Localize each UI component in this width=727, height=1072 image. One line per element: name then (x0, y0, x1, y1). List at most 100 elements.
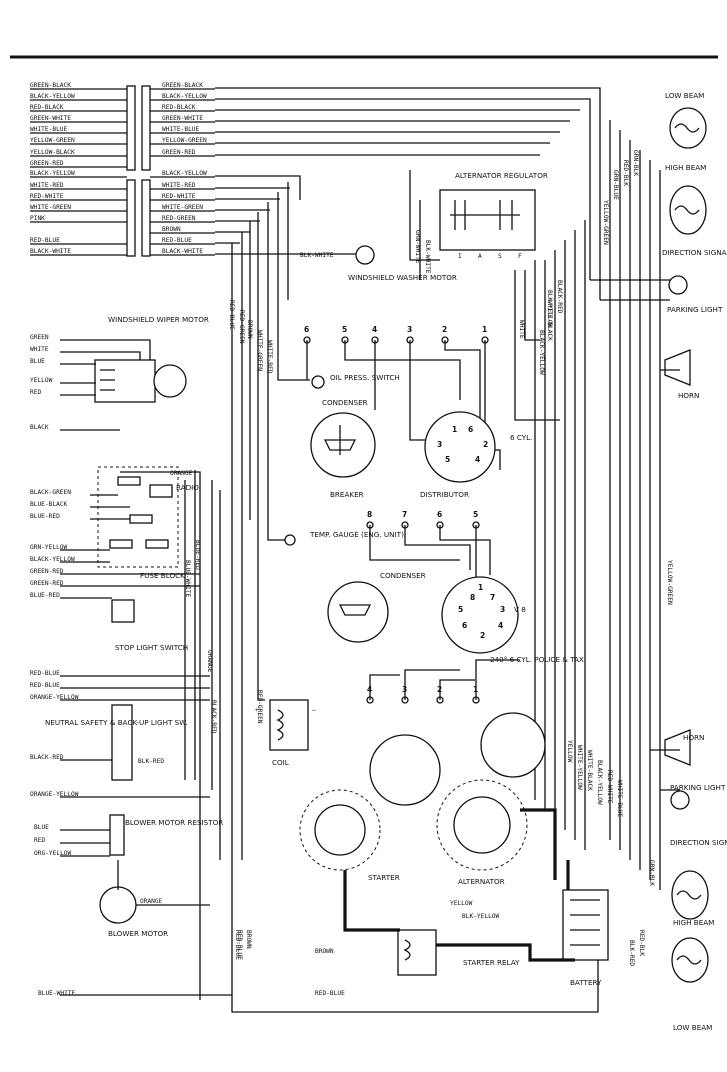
brown-label: BROWN (315, 948, 334, 955)
neutral-wire-label: ORANGE-YELLOW (30, 694, 79, 701)
dist-v8-number: 6 (462, 621, 467, 630)
right-trunk (590, 120, 680, 890)
mid-wire-label: WHITE-RED (162, 182, 196, 189)
terminal-number: 3 (407, 325, 412, 334)
washer-motor (355, 245, 375, 265)
mid-wire-label: RED-BLUE (162, 237, 192, 244)
dist-six-number: 2 (483, 440, 488, 449)
mid-wire-label: WHITE-GREEN (162, 204, 203, 211)
left-wire-label: RED-BLACK (30, 104, 64, 111)
v8-wires (369, 525, 491, 580)
mid-wire-label: GREEN-BLACK (162, 82, 203, 89)
dist-v8-number: 8 (470, 593, 475, 602)
six-cyl-label: 6 CYL. (510, 433, 532, 442)
left-wire-label: RED-BLUE (30, 237, 60, 244)
alternator-regulator-label: ALTERNATOR REGULATOR (455, 171, 548, 180)
mid-wire-label: RED-BLACK (162, 104, 196, 111)
vertical-wire-label: RED-BLK (622, 160, 629, 186)
dist-v8-number: 5 (458, 605, 463, 614)
oil-press-switch (311, 375, 325, 389)
wiper-wire-label: BLACK (30, 424, 49, 431)
dist-six-number: 5 (445, 455, 450, 464)
parking-light-label-bottom: PARKING LIGHT (670, 783, 726, 792)
coil (269, 699, 309, 751)
front-lights-bottom (664, 729, 709, 983)
horn-bottom (664, 729, 691, 766)
left-wire-label: WHITE-GREEN (30, 204, 71, 211)
stop-light-label: STOP LIGHT SWITCH (115, 643, 188, 652)
distributor-six (424, 411, 496, 483)
fuse-wire-label: BLUE-RED (30, 592, 60, 599)
starter-relay (397, 929, 437, 976)
alternator (436, 779, 528, 871)
terminal-number: 6 (304, 325, 309, 334)
mid-wire-label: RED-WHITE (162, 193, 196, 200)
vertical-wire-label: RED-GREEN (238, 310, 245, 344)
neutral-wire-label: RED-BLUE (30, 682, 60, 689)
direction-signal-label-top: DIRECTION SIGNAL (662, 248, 727, 257)
left-harness: GREEN-BLACKBLACK-YELLOWRED-BLACKGREEN-WH… (30, 82, 127, 256)
blue-white-label: BLUE-WHITE (38, 990, 76, 997)
blower-motor-label: BLOWER MOTOR (108, 929, 168, 938)
mid-wire-label: WHITE-BLUE (162, 126, 200, 133)
mid-wire-label: BLACK-YELLOW (162, 93, 207, 100)
wiper-wire-label: GREEN (30, 334, 49, 341)
fuse-wire-label: BLACK-YELLOW (30, 556, 75, 563)
blower-motor (99, 886, 137, 924)
mid-wire-label: GREEN-WHITE (162, 115, 203, 122)
vertical-wire-label: YELLOW (566, 740, 573, 763)
high-beam-label-bottom: HIGH BEAM (673, 918, 714, 927)
neutral-wire-label: RED-BLUE (30, 670, 60, 677)
fuse-wire-label: BLACK-GREEN (30, 489, 71, 496)
dist-six-number: 1 (452, 425, 457, 434)
fuse-wire-label: BLUE-RED (30, 513, 60, 520)
alternator-regulator (439, 189, 536, 251)
blower-resistor (109, 814, 125, 856)
vertical-wire-label: GRN-BLK (632, 150, 639, 176)
vertical-wire-label: BLUE-RED (194, 540, 201, 570)
blk-red-label: BLK-RED (138, 758, 164, 765)
left-wire-label: BLACK-WHITE (30, 248, 71, 255)
battery-label: BATTERY (570, 978, 602, 987)
front-lights-top (664, 107, 707, 386)
center-trunk (231, 170, 599, 1013)
wiper-wire-label: WHITE (30, 346, 49, 353)
vertical-wire-label: BROWN (245, 930, 252, 949)
fuse-block (97, 466, 179, 568)
blower-wire-label: BLUE (34, 824, 49, 831)
vertical-wire-label: WHITE-RED (266, 340, 273, 374)
fuse-labels: GREENWHITEBLUEYELLOWREDBLACKBLACK-GREENB… (30, 334, 79, 857)
vertical-wire-label: YELLOW-GREEN (666, 560, 673, 605)
terminal-number: 5 (473, 510, 478, 519)
terminal-number: 6 (437, 510, 442, 519)
bottom-term-wires (369, 659, 520, 700)
minus-label: − (312, 707, 316, 714)
dist-v8-number: 3 (500, 605, 505, 614)
low-beam-lamp-bottom (671, 937, 709, 983)
wiper-label: WINDSHIELD WIPER MOTOR (108, 315, 209, 324)
harness-connector-d (141, 179, 151, 257)
vertical-wire-label: WHITE-BLACK (546, 300, 553, 341)
oil-press-label: OIL PRESS. SWITCH (330, 373, 400, 382)
left-wire-label: BLACK-YELLOW (30, 93, 75, 100)
dist-six-number: 6 (468, 425, 473, 434)
blower-wire-label: RED (34, 837, 45, 844)
mid-harness: GREEN-BLACK BLACK-YELLOW RED-BLACK GREEN-WH… (150, 82, 215, 256)
regulator-terminal: S (498, 253, 502, 260)
fuse-wire-label: GRN-YELLOW (30, 544, 68, 551)
blower-resistor-label: BLOWER MOTOR RESISTOR (125, 818, 223, 827)
vertical-wire-label: RED-WHITE (606, 770, 613, 804)
mid-wire-label: YELLOW-GREEN (162, 137, 207, 144)
vertical-wire-label: GRN-BLK (648, 860, 655, 886)
fuse-block-label: FUSE BLOCK (140, 571, 185, 580)
yellow-label: YELLOW (450, 900, 473, 907)
parking-bulb-bottom (670, 790, 690, 810)
dist-six-number: 3 (437, 440, 442, 449)
v8-label: V 8 (514, 605, 526, 614)
vertical-wire-label: WHITE-BLUE (616, 780, 623, 818)
vertical-wire-label: BLACK-YELLOW (596, 760, 603, 805)
